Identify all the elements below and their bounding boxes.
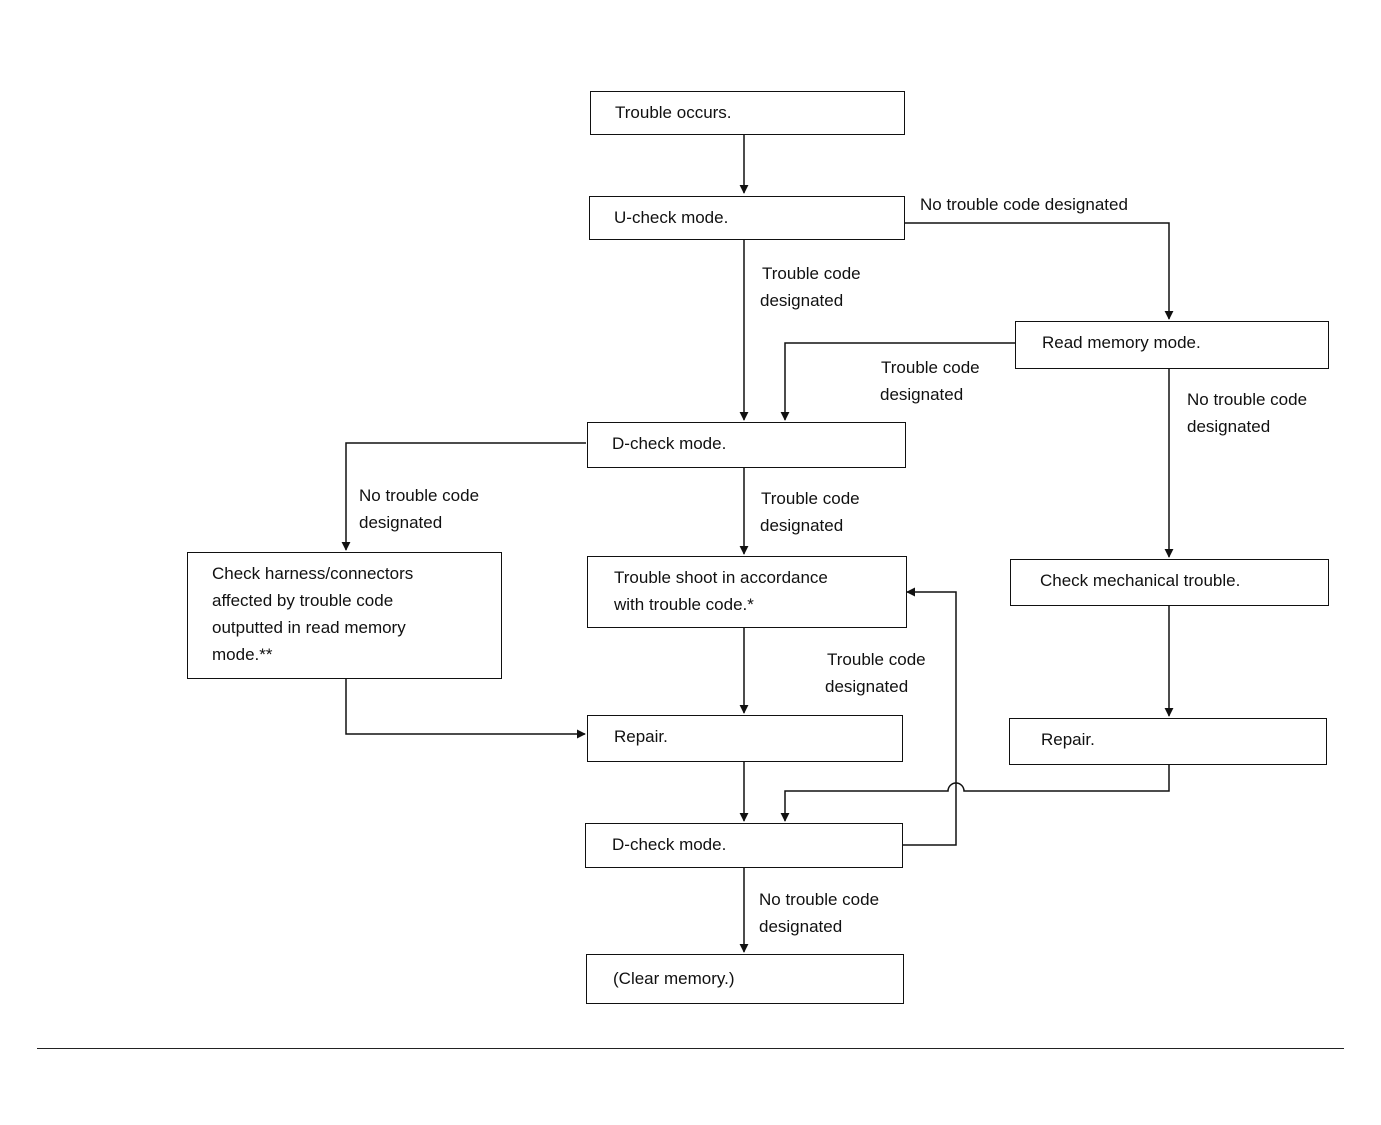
label-d2-trouble-code: Trouble code designated — [825, 646, 926, 700]
node-clear-memory-text: (Clear memory.) — [613, 969, 735, 988]
node-u-check-mode-text: U-check mode. — [614, 208, 729, 227]
label-u-trouble-code: Trouble code designated — [760, 260, 861, 314]
node-d-check-mode-1-text: D-check mode. — [612, 434, 727, 453]
node-d-check-mode-1: D-check mode. — [587, 422, 906, 468]
node-check-mechanical-text: Check mechanical trouble. — [1040, 571, 1241, 590]
node-trouble-shoot-line-2: with trouble code.* — [614, 595, 754, 614]
node-read-memory-mode-text: Read memory mode. — [1042, 333, 1201, 352]
node-u-check-mode: U-check mode. — [589, 196, 905, 240]
arrow-harness-to-repair — [345, 679, 586, 739]
node-repair-right-text: Repair. — [1041, 730, 1095, 749]
label-d2-trouble-code-line-1: Trouble code — [827, 650, 926, 669]
label-d2-no-trouble-code-line-1: No trouble code — [759, 890, 880, 909]
node-repair-center-text: Repair. — [614, 727, 668, 746]
label-rm-trouble-code-line-2: designated — [880, 385, 964, 404]
arrow-ucheck-to-readmemory — [904, 222, 1174, 320]
label-d2-no-trouble-code-line-2: designated — [759, 917, 843, 936]
node-check-harness-line-3: outputted in read memory — [212, 618, 406, 637]
bottom-divider — [37, 1048, 1344, 1049]
arrow-dcheck-to-harness — [341, 442, 586, 551]
label-rm-trouble-code-line-1: Trouble code — [881, 358, 980, 377]
node-check-mechanical: Check mechanical trouble. — [1010, 559, 1329, 606]
node-trouble-shoot: Trouble shoot in accordance with trouble… — [587, 556, 907, 628]
node-read-memory-mode: Read memory mode. — [1015, 321, 1329, 369]
node-d-check-mode-2: D-check mode. — [585, 823, 903, 868]
label-u-no-trouble-code-text: No trouble code designated — [920, 195, 1128, 214]
node-trouble-shoot-line-1: Trouble shoot in accordance — [614, 568, 828, 587]
label-d1-no-trouble-code-line-2: designated — [359, 513, 443, 532]
node-clear-memory: (Clear memory.) — [586, 954, 904, 1004]
label-rm-no-trouble-code-line-1: No trouble code — [1187, 390, 1308, 409]
arrow-repairright-to-dcheck2 — [780, 765, 1170, 822]
label-d1-trouble-code-line-2: designated — [760, 516, 844, 535]
node-repair-right: Repair. — [1009, 718, 1327, 765]
node-trouble-occurs-text: Trouble occurs. — [615, 103, 732, 122]
node-d-check-mode-2-text: D-check mode. — [612, 835, 727, 854]
node-check-harness: Check harness/connectors affected by tro… — [187, 552, 502, 679]
node-check-harness-line-2: affected by trouble code — [212, 591, 394, 610]
arrow-dcheck2-to-troubleshoot — [903, 587, 957, 846]
label-d1-trouble-code-line-1: Trouble code — [761, 489, 860, 508]
label-rm-trouble-code: Trouble code designated — [880, 354, 980, 408]
label-d1-trouble-code: Trouble code designated — [760, 485, 860, 539]
label-d2-trouble-code-line-2: designated — [825, 677, 909, 696]
label-u-trouble-code-line-1: Trouble code — [762, 264, 861, 283]
label-d1-no-trouble-code: No trouble code designated — [359, 482, 479, 536]
label-u-trouble-code-line-2: designated — [760, 291, 844, 310]
node-repair-center: Repair. — [587, 715, 903, 762]
label-u-no-trouble-code: No trouble code designated — [920, 191, 1128, 218]
node-check-harness-line-4: mode.** — [212, 645, 273, 664]
label-rm-no-trouble-code: No trouble code designated — [1187, 386, 1307, 440]
node-check-harness-line-1: Check harness/connectors — [212, 564, 414, 583]
label-d2-no-trouble-code: No trouble code designated — [759, 886, 879, 940]
label-rm-no-trouble-code-line-2: designated — [1187, 417, 1271, 436]
node-trouble-occurs: Trouble occurs. — [590, 91, 905, 135]
arrow-readmemory-to-dcheck — [780, 342, 1015, 421]
label-d1-no-trouble-code-line-1: No trouble code — [359, 486, 480, 505]
